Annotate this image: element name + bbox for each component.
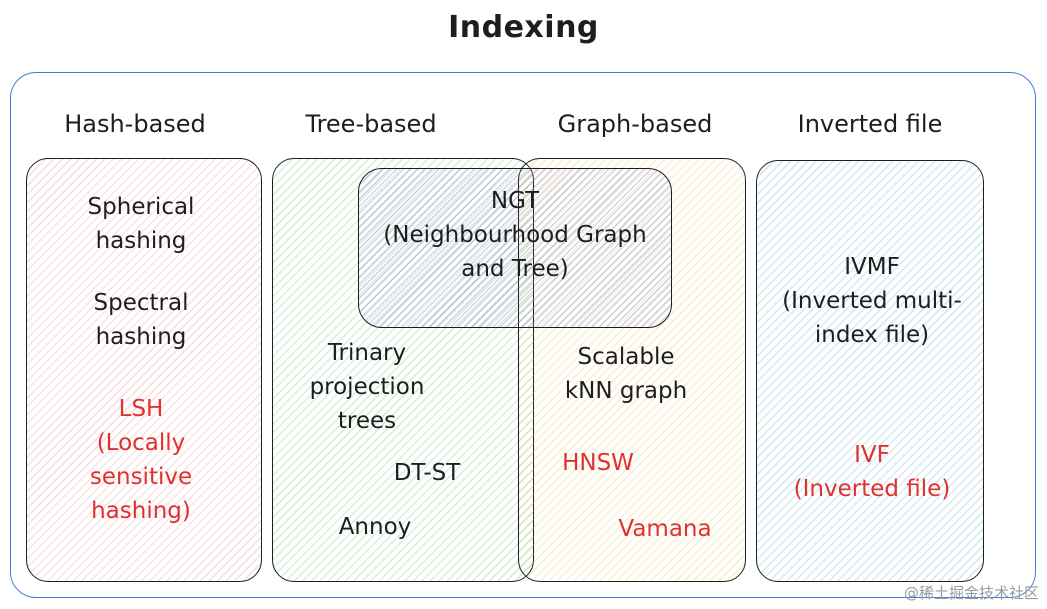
heading-graph-based: Graph-based xyxy=(557,110,713,138)
diagram-title: Indexing xyxy=(448,10,599,45)
heading-hash-based: Hash-based xyxy=(64,110,206,138)
item-hnsw: HNSW xyxy=(562,450,634,476)
item-annoy: Annoy xyxy=(338,514,412,540)
graph-based-group xyxy=(518,158,746,582)
item-spherical-hashing: Spherical hashing xyxy=(87,194,195,254)
heading-tree-based: Tree-based xyxy=(305,110,437,138)
item-scalable-knn-graph: Scalable kNN graph xyxy=(564,344,688,404)
ngt-overlap-group xyxy=(358,168,672,328)
item-trinary-projection-trees: Trinary projection trees xyxy=(309,340,425,434)
heading-inverted-file: Inverted file xyxy=(797,110,943,138)
item-ivmf: IVMF (Inverted multi- index file) xyxy=(782,254,962,348)
watermark: @稀土掘金技术社区 xyxy=(903,584,1039,602)
tree-based-group xyxy=(272,158,534,582)
outer-frame xyxy=(10,72,1036,598)
item-dt-st: DT-ST xyxy=(393,460,461,486)
item-vamana: Vamana xyxy=(618,516,712,542)
item-lsh: LSH (Locally sensitive hashing) xyxy=(89,396,193,524)
hash-based-group xyxy=(26,158,262,582)
item-ngt: NGT (Neighbourhood Graph and Tree) xyxy=(383,188,647,282)
item-spectral-hashing: Spectral hashing xyxy=(93,290,189,350)
inverted-file-group xyxy=(756,160,984,582)
item-ivf: IVF (Inverted file) xyxy=(793,442,951,502)
